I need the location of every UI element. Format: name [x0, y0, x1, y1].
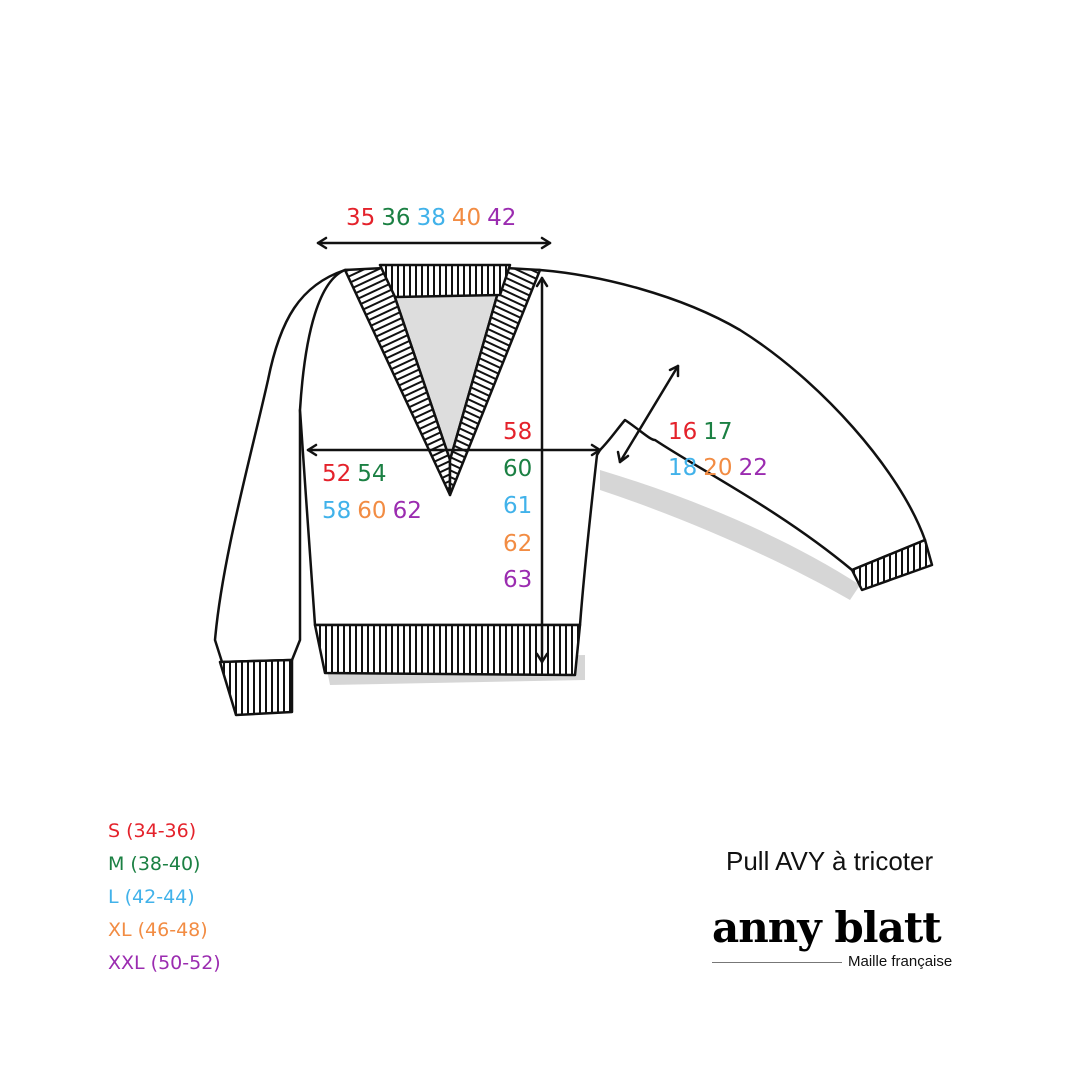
left-cuff	[218, 658, 294, 717]
length-m: 60	[503, 456, 533, 482]
v-neck-band-right	[448, 266, 542, 497]
size-s: S (34-36)	[108, 820, 197, 842]
chest-xl: 60	[357, 498, 387, 524]
logo-divider	[712, 962, 842, 963]
size-l: L (42-44)	[108, 886, 195, 908]
chest-s: 52	[322, 461, 352, 487]
back-neck-band	[378, 263, 512, 299]
length-xl: 62	[503, 531, 533, 557]
brand-logo: anny blatt	[712, 903, 942, 952]
size-xl: XL (46-48)	[108, 919, 208, 941]
pattern-title: Pull AVY à tricoter	[726, 846, 934, 876]
length-xxl: 63	[503, 567, 533, 593]
brand-tagline: Maille française	[848, 953, 953, 970]
length-s: 58	[503, 419, 533, 445]
chest-xxl: 62	[392, 498, 422, 524]
sleeve-xl: 20	[703, 455, 733, 481]
sleeve-xxl: 22	[738, 455, 768, 481]
size-m: M (38-40)	[108, 853, 201, 875]
measure-arrows	[306, 236, 680, 664]
hem-band	[313, 623, 582, 677]
sleeve-m: 17	[703, 419, 733, 445]
length-l: 61	[503, 493, 533, 519]
sleeve-s: 16	[668, 419, 698, 445]
chest-m: 54	[357, 461, 387, 487]
size-legend: S (34-36) M (38-40) L (42-44) XL (46-48)…	[108, 815, 221, 980]
neck-l: 38	[416, 205, 446, 231]
neck-xxl: 42	[487, 205, 517, 231]
chest-l: 58	[322, 498, 352, 524]
size-xxl: XXL (50-52)	[108, 952, 221, 974]
neck-xl: 40	[451, 205, 482, 231]
sleeve-l: 18	[668, 455, 698, 481]
neck-m: 36	[381, 205, 411, 231]
right-cuff	[850, 538, 934, 592]
neck-s: 35	[346, 205, 376, 231]
